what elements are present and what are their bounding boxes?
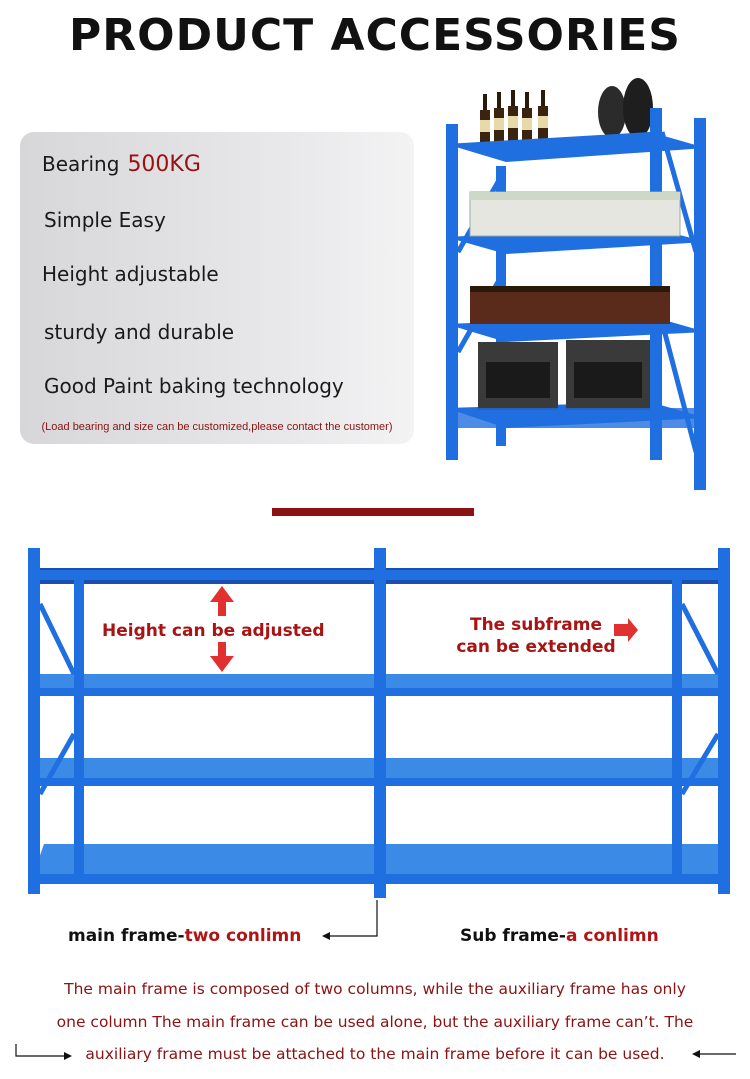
wine-bottles-icon [480,90,548,144]
height-annotation: Height can be adjusted [102,621,325,641]
feature-sturdy: sturdy and durable [44,320,235,344]
feature-height-adjustable: Height adjustable [42,262,219,286]
description-line-1: The main frame is composed of two column… [64,980,686,998]
caption-connector-arrow-icon [322,900,378,940]
feature-paint: Good Paint baking technology [44,374,344,398]
main-frame-caption: main frame-two conlimn [68,926,301,946]
section-divider [272,508,474,516]
main-frame-accent: two conlimn [184,926,302,946]
subframe-line-2: can be extended [456,637,616,657]
left-description-arrow-icon [15,1044,72,1060]
product-shelf-image [446,78,706,490]
subframe-annotation: The subframe can be extended [456,614,616,658]
extend-arrow-icon [614,618,638,642]
shelf-frame-diagram [28,548,730,898]
main-frame-prefix: main frame- [68,926,185,946]
bearing-value: 500KG [127,152,201,177]
feature-simple-easy: Simple Easy [44,208,166,232]
sub-frame-prefix: Sub frame- [460,926,566,946]
bearing-label: Bearing [42,152,120,176]
sub-frame-accent: a conlimn [565,926,659,946]
feature-panel: Bearing 500KG Simple Easy Height adjustab… [20,132,414,444]
ovens-icon [478,340,650,410]
books-icon [469,191,681,237]
subframe-line-1: The subframe [469,615,603,635]
description-line-2: one column The main frame can be used al… [56,1013,694,1031]
height-arrow-icon [210,586,234,672]
customization-note: (Load bearing and size can be customized… [41,421,393,433]
right-description-arrow-icon [692,1050,736,1058]
coffee-jars-icon [470,286,670,324]
vases-icon [598,78,653,138]
description-line-3: auxiliary frame must be attached to the … [85,1045,665,1063]
sub-frame-caption: Sub frame-a conlimn [460,926,659,946]
page-title: PRODUCT ACCESSORIES [69,10,681,61]
feature-bearing: Bearing 500KG [42,152,201,177]
